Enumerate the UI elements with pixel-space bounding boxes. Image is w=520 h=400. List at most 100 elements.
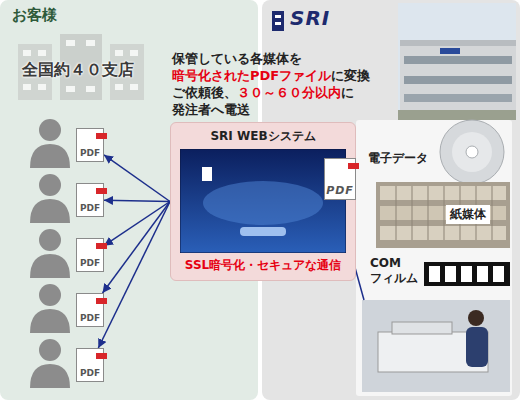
person-icon — [30, 199, 70, 223]
branch-buildings — [86, 40, 95, 46]
pdf-tab — [96, 243, 107, 249]
node-title: SRI WEBシステム — [210, 128, 315, 145]
node-title: PDF — [80, 149, 100, 158]
pdf-tab — [96, 298, 107, 304]
operator-photo — [466, 327, 488, 367]
text-label: 紙媒体 — [450, 207, 486, 221]
label-line: COM フィルム — [370, 256, 424, 286]
sri-logo-mark — [275, 22, 281, 25]
screen-glow — [203, 181, 323, 225]
media-panel — [356, 120, 512, 396]
pdf-document: PDF — [76, 348, 104, 382]
office-building-photo — [398, 3, 516, 120]
text-label: 電子データ — [368, 151, 428, 165]
sri-logo-mark — [275, 15, 281, 18]
node-title: PDF — [80, 314, 100, 323]
node-title: PDF — [80, 369, 100, 378]
pdf-tab — [96, 353, 107, 359]
text-label: 暗号化されたPDFファイル — [172, 68, 331, 83]
delivery-arrow — [104, 155, 170, 202]
person-icon — [39, 339, 61, 361]
operator-photo — [392, 322, 452, 334]
office-building-photo — [400, 40, 516, 110]
person-icon — [39, 174, 61, 196]
person-icon — [39, 229, 61, 251]
paper-shelves — [380, 186, 506, 200]
label-line: 発注者へ電送 — [172, 101, 250, 118]
cd-disc — [452, 132, 492, 172]
node-title: お客様 — [12, 6, 258, 25]
node-title: PDF — [80, 259, 100, 268]
person-icon — [39, 119, 61, 141]
text-label: ご依頼後、 — [172, 85, 237, 100]
label-line: 全国約４０支店 — [22, 60, 134, 81]
pdf-document: PDF — [76, 238, 104, 272]
office-building-photo — [398, 3, 516, 120]
branch-buildings — [66, 40, 75, 46]
person-icon — [30, 119, 70, 388]
label-line: 暗号化されたPDFファイルに変換 — [172, 67, 370, 84]
label-line: 電子データ — [368, 150, 428, 167]
person-icon — [30, 364, 70, 388]
label-line: ご依頼後、３０～６０分以内に — [172, 84, 354, 101]
paper-shelves — [396, 186, 492, 240]
office-building-photo — [440, 48, 460, 54]
paper-shelves — [376, 182, 510, 248]
text-label: 保管している各媒体を — [172, 51, 302, 66]
com-film-strip — [424, 262, 510, 286]
text-label: 全国約４０支店 — [22, 60, 134, 79]
branch-buildings — [18, 34, 144, 100]
screen-logo — [202, 167, 212, 181]
node-title: PDF — [326, 185, 354, 196]
pdf-tab — [96, 188, 107, 194]
cd-disc — [440, 120, 504, 184]
person-icon — [39, 284, 61, 306]
node-note: SSL暗号化・セキュアな通信 — [185, 257, 341, 274]
branch-buildings — [130, 84, 138, 90]
text-label: 発注者へ電送 — [172, 102, 250, 117]
com-film-strip — [461, 266, 472, 282]
text-label: ３０～６０分以内 — [237, 85, 341, 100]
pdf-tab — [96, 133, 107, 139]
office-building-photo — [404, 56, 512, 64]
operator-photo — [468, 310, 484, 326]
sri-logo-mark — [272, 11, 284, 31]
node-title: SRI — [290, 6, 520, 30]
operator-photo — [362, 300, 510, 392]
screen-ground — [180, 149, 346, 253]
pdf-document: PDF — [324, 158, 356, 200]
text-label: に — [341, 85, 354, 100]
office-building-photo — [404, 94, 512, 102]
label-line: 保管している各媒体を — [172, 50, 302, 67]
branch-buildings — [115, 84, 123, 90]
text-label: に変換 — [331, 68, 370, 83]
delivery-arrow — [103, 202, 170, 294]
paper-shelves — [376, 182, 510, 248]
person-icon — [30, 254, 70, 278]
cd-disc — [466, 146, 478, 158]
branch-buildings — [38, 50, 46, 56]
cd-disc — [440, 120, 504, 184]
com-film-strip — [429, 266, 440, 282]
com-film-strip — [445, 266, 456, 282]
office-building-photo — [404, 76, 512, 84]
pdf-document: PDF — [76, 293, 104, 327]
com-film-strip — [424, 262, 510, 286]
office-building-photo — [400, 40, 516, 46]
branch-buildings — [66, 86, 75, 92]
sri-logo-mark — [272, 11, 284, 31]
branch-buildings — [23, 50, 31, 56]
branch-buildings — [115, 50, 123, 56]
paper-shelves — [380, 226, 506, 240]
node-title: PDF — [80, 204, 100, 213]
branch-buildings — [38, 84, 46, 90]
person-icon — [30, 144, 70, 168]
pdf-document: PDF — [76, 183, 104, 217]
delivery-arrow — [104, 202, 170, 246]
text-label: COM フィルム — [370, 256, 418, 285]
delivery-arrow — [98, 202, 170, 349]
web-system-box: SRI WEBシステム SSL暗号化・セキュアな通信 — [170, 122, 356, 281]
pdf-document: PDF — [76, 128, 104, 162]
com-film-strip — [493, 266, 504, 282]
